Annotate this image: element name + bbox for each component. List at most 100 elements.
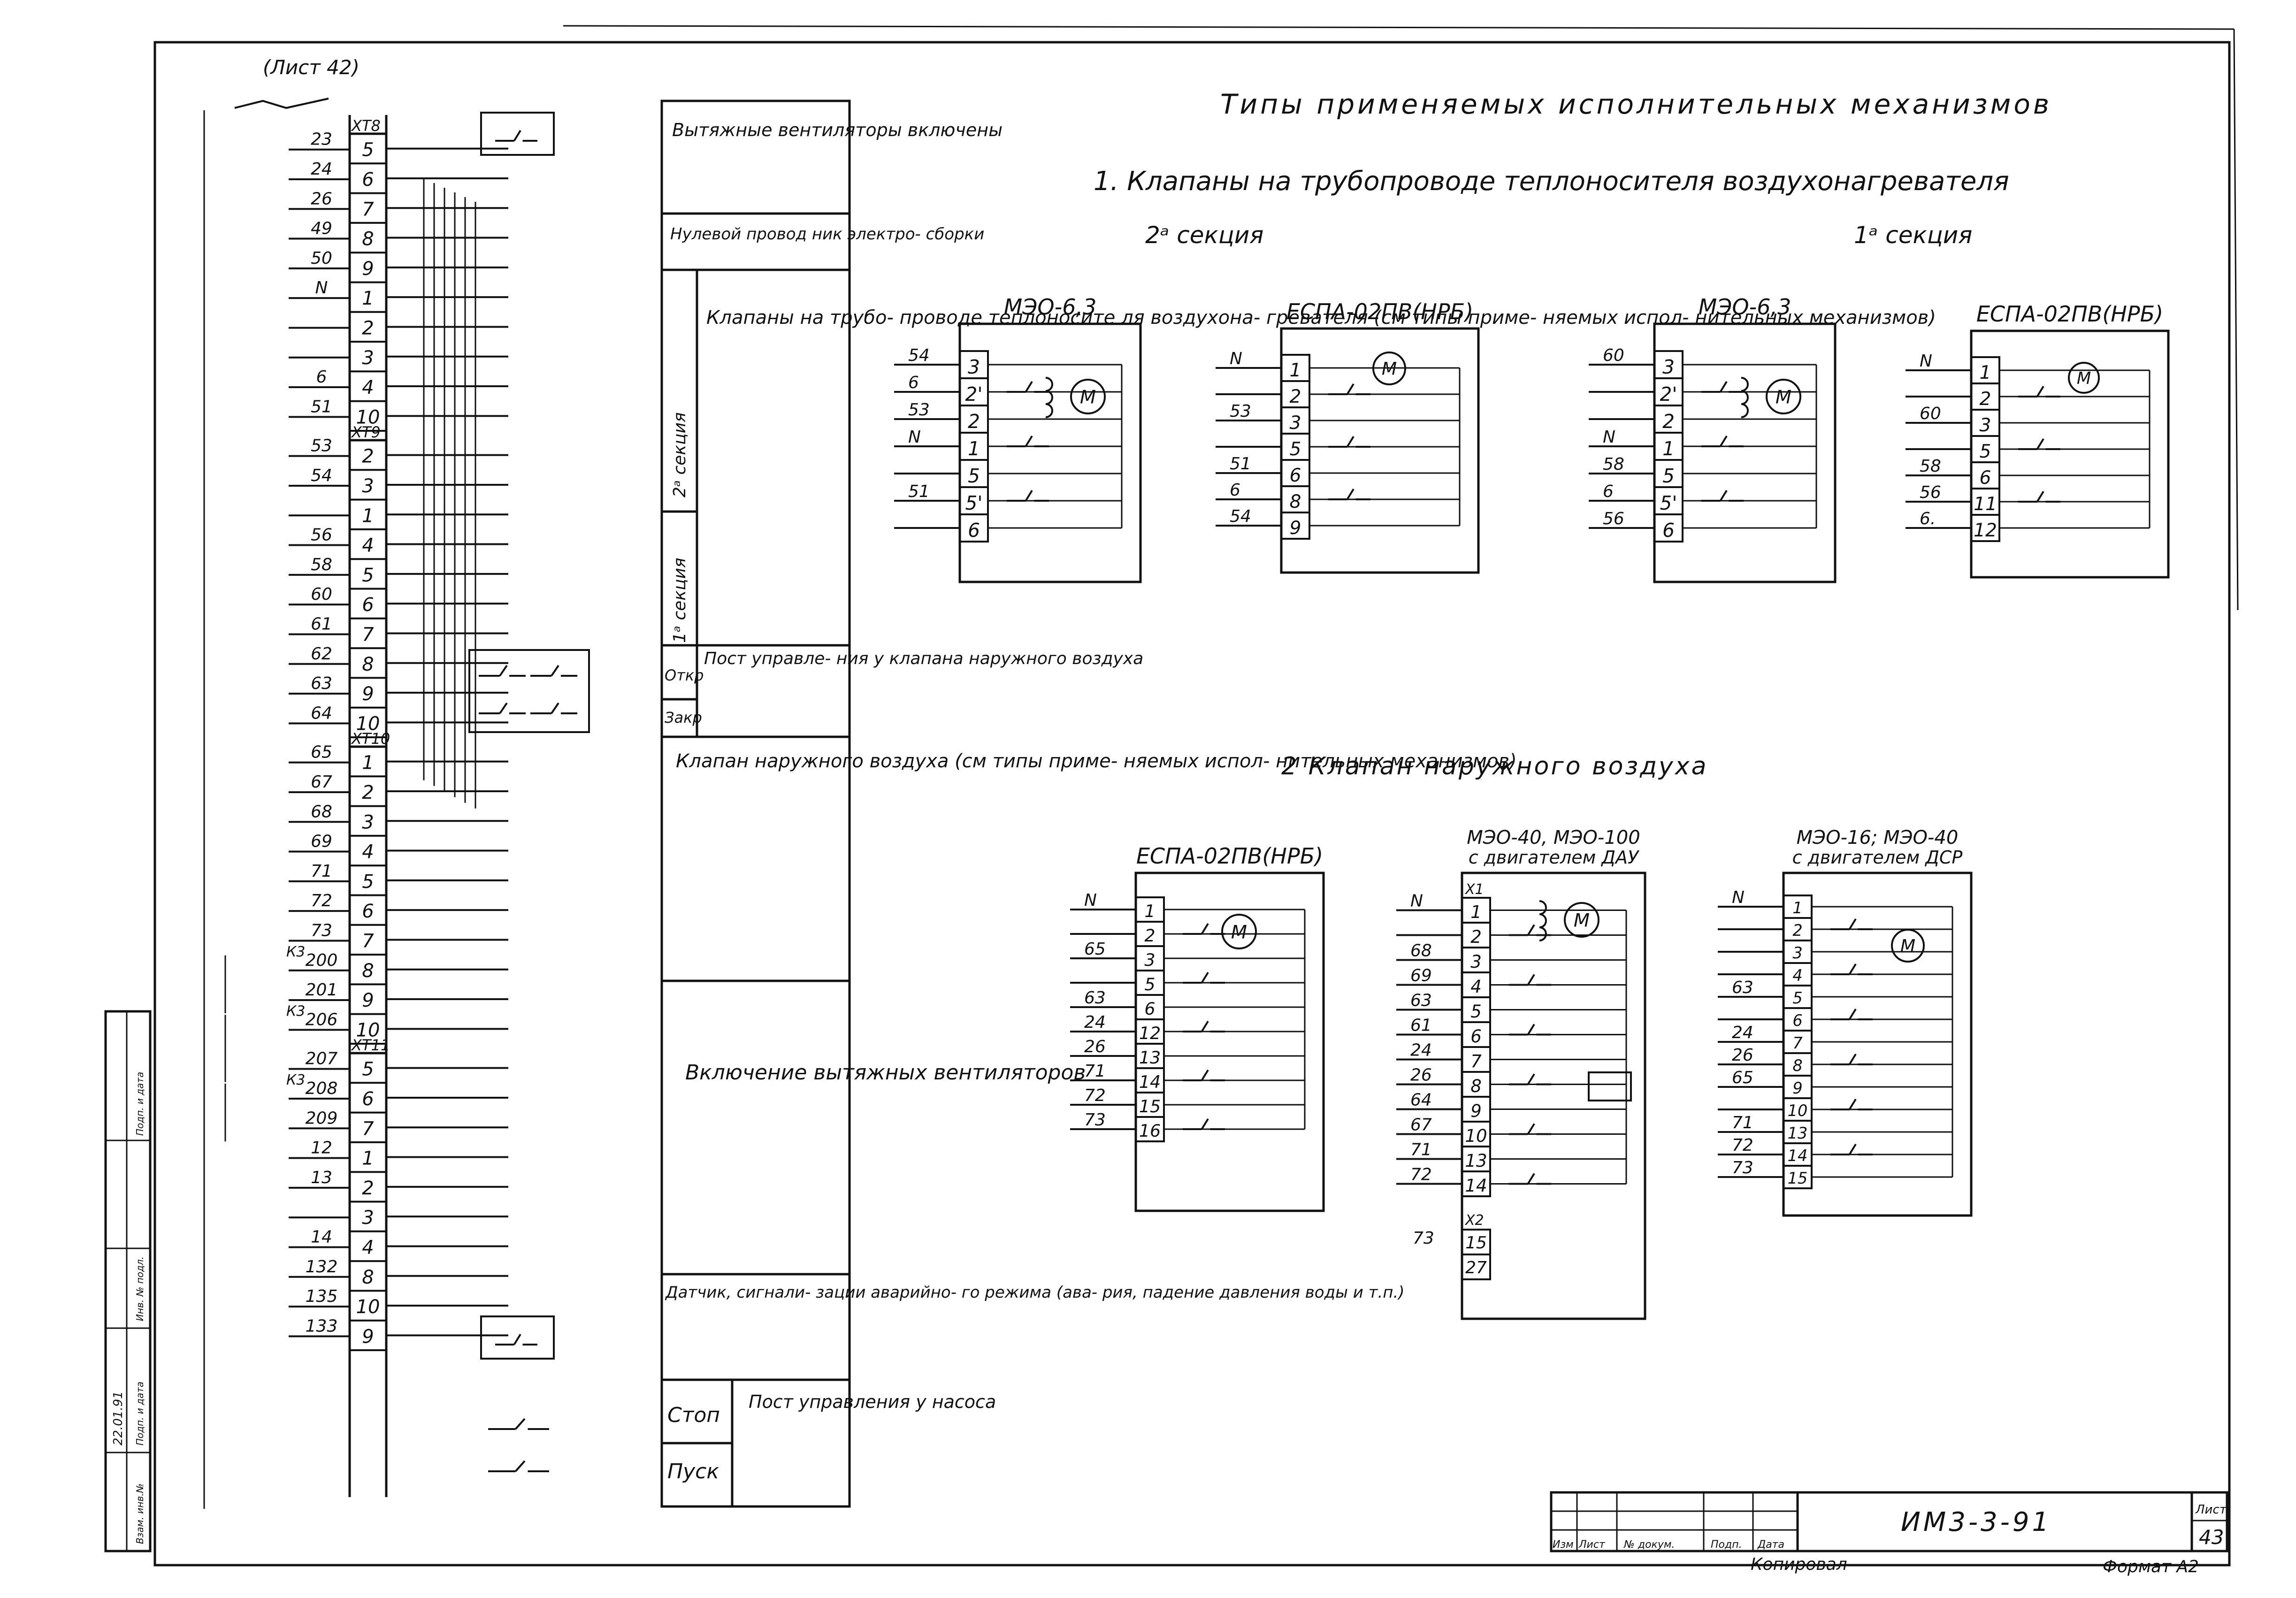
legend-fans-switch: Включение вытяжных вентиляторов: [685, 1061, 1086, 1085]
sheet-label: Лист: [2195, 1503, 2227, 1517]
block-terminal-number: 12: [1974, 520, 1997, 541]
block-wire-number: 72: [1732, 1136, 1753, 1155]
legend-open: Откр: [665, 666, 704, 684]
block-terminal-number: 2: [1980, 389, 1991, 410]
block-wire-number: 68: [1410, 941, 1432, 961]
motor-label: M: [1382, 359, 1397, 379]
block-wire-number: N: [1230, 349, 1242, 368]
block-terminal-number: 11: [1974, 494, 1997, 515]
block-terminal-number: 4: [1470, 977, 1482, 997]
block-terminal-number: 6: [1144, 999, 1155, 1019]
block-wire-number: 61: [1410, 1016, 1432, 1035]
block-terminal-number: 15: [1139, 1096, 1161, 1116]
block-wire-number: 71: [1410, 1140, 1432, 1160]
block-terminal-number: 5': [965, 492, 983, 514]
block-wire-number: 53: [908, 400, 930, 420]
connector-label: XT11: [351, 1036, 390, 1054]
block-terminal-number: 13: [1788, 1124, 1808, 1142]
actuator-type-label: МЭО-6,3: [1699, 294, 1791, 320]
motor-label: M: [1900, 936, 1915, 956]
relay-k3-label: К3: [286, 1003, 305, 1019]
wire-number: 62: [311, 644, 332, 664]
sheet-format: Формат А2: [2103, 1557, 2199, 1576]
wire-number: 51: [311, 397, 332, 416]
sheet-number: 43: [2199, 1526, 2224, 1549]
actuator-type-label: ЕСПА-02ПВ(НРБ): [1136, 843, 1323, 869]
block-terminal-number: 1: [1144, 901, 1155, 921]
wire-number: 24: [311, 160, 332, 179]
stamp-col-4: Дата: [1757, 1539, 1784, 1551]
winding-symbol: [1741, 377, 1749, 418]
block-terminal-number: 9: [1470, 1101, 1482, 1121]
winding-symbol: [1045, 377, 1053, 418]
block-terminal-number: 15: [1788, 1169, 1808, 1187]
terminal-number: 10: [356, 1296, 380, 1318]
block-wire-number: 69: [1410, 966, 1432, 986]
actuator-type-label: МЭО-40, МЭО-100: [1467, 827, 1640, 849]
block-terminal-number: 3: [1290, 413, 1301, 434]
actuator-type-label: ЕСПА-02ПВ(НРБ): [1286, 299, 1473, 324]
stamp-col-1: Лист: [1578, 1539, 1606, 1551]
actuator-type-label: МЭО-16; МЭО-40: [1797, 827, 1959, 849]
actuator-block: МЭО-16; МЭО-40с двигателем ДСР1N23456367…: [1718, 827, 1973, 1217]
terminal-number: 1: [362, 288, 374, 309]
terminal-number: 1: [362, 1148, 374, 1170]
block-wire-number: 60: [1920, 404, 1941, 423]
terminal-number: 7: [362, 930, 374, 952]
block-terminal-number: 5: [1290, 439, 1301, 460]
block-wire-number: N: [908, 428, 921, 447]
wire-number: 71: [311, 862, 332, 881]
block-terminal-number: 16: [1139, 1121, 1161, 1141]
block-terminal: [1461, 1254, 1491, 1280]
terminal-strip: XT85236247268499501N23461051XT9253354145…: [203, 98, 590, 1509]
legend-close: Закр: [665, 709, 702, 726]
block-terminal-number: 15: [1465, 1233, 1487, 1253]
terminal-number: 8: [362, 1267, 374, 1288]
block-terminal-number: 1: [1290, 360, 1301, 381]
block-terminal-number: 10: [1465, 1126, 1487, 1146]
block-terminal-number: 1: [968, 437, 980, 460]
terminal-number: 4: [362, 1237, 374, 1258]
terminal-number: 6: [362, 901, 374, 922]
connector-label: XT10: [351, 730, 390, 748]
legend-valves-sec1: 1ᵃ секция: [670, 558, 689, 643]
terminal-number: 8: [362, 960, 374, 982]
block-wire-number: 67: [1410, 1116, 1432, 1135]
page-title: Типы применяемых исполнительных механизм…: [1220, 88, 2052, 120]
block-wire-number: N: [1920, 352, 1932, 371]
connector-label: XT9: [351, 423, 381, 441]
winding-symbol: [1539, 900, 1547, 941]
relay-contact-box: [480, 112, 555, 156]
wire-number: 67: [311, 772, 332, 792]
title-block-text: ИМ3-3-91 Лист 43 Изм Лист № докум. Подп.…: [111, 1072, 2227, 1576]
actuator-block: ЕСПА-02ПВ(НРБ)1N236556631224132614711572…: [1070, 843, 1325, 1212]
motor-symbol: [1372, 352, 1406, 385]
block-wire-number: 72: [1410, 1165, 1432, 1185]
sensor-contact-box: [480, 1315, 555, 1360]
wire-number: 208: [306, 1079, 338, 1098]
side-stamp-2: Инв. № подл.: [134, 1256, 145, 1321]
block-terminal-number: 7: [1792, 1034, 1803, 1052]
wire-number: 63: [311, 674, 332, 693]
block-wire-number: 58: [1603, 455, 1624, 474]
terminal-number: 10: [356, 1019, 380, 1041]
block-terminal-number: 12: [1139, 1023, 1161, 1043]
actuator-type-label: ЕСПА-02ПВ(НРБ): [1976, 301, 2163, 327]
stamp-col-2: № докум.: [1623, 1539, 1675, 1551]
section1-left-label: 2ᵃ секция: [1145, 222, 1263, 249]
wire-number: 26: [311, 189, 332, 208]
block-wire-number: 26: [1410, 1066, 1432, 1085]
block-terminal-number: 3: [1662, 356, 1675, 378]
motor-label: M: [1231, 921, 1247, 943]
block-wire-number: 24: [1732, 1023, 1753, 1042]
terminal-number: 6: [362, 169, 374, 191]
terminal-number: 4: [362, 841, 374, 863]
block-connector-label: X2: [1464, 1212, 1484, 1229]
block-wire-number: N: [1732, 888, 1745, 907]
wire-number: 133: [306, 1316, 338, 1336]
block-wire-number: 54: [1230, 507, 1251, 526]
legend-sensor: Датчик, сигнали- зации аварийно- го режи…: [665, 1283, 1405, 1302]
